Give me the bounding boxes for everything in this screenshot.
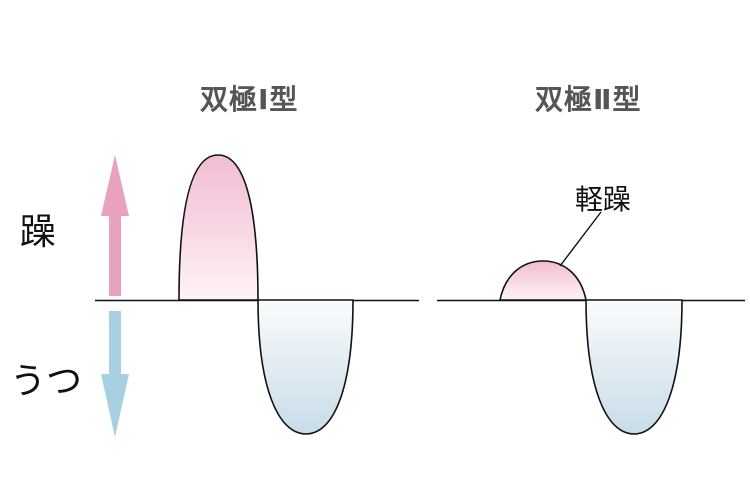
depression-arrow bbox=[101, 311, 129, 437]
title-bipolar-1: 双極Ⅰ型 bbox=[200, 83, 299, 116]
bipolar2-depression-wave bbox=[585, 299, 683, 435]
label-depression: うつ bbox=[10, 361, 83, 402]
label-hypomania: 軽躁 bbox=[575, 183, 632, 216]
label-mania: 躁 bbox=[20, 212, 57, 253]
bipolar1-depression-wave bbox=[257, 299, 354, 435]
bipolar2-hypomania-wave bbox=[499, 260, 587, 301]
title-bipolar-2: 双極Ⅱ型 bbox=[535, 83, 642, 116]
mania-arrow bbox=[101, 155, 129, 296]
hypomania-leader-line bbox=[559, 211, 602, 267]
bipolar1-mania-wave bbox=[178, 154, 259, 301]
